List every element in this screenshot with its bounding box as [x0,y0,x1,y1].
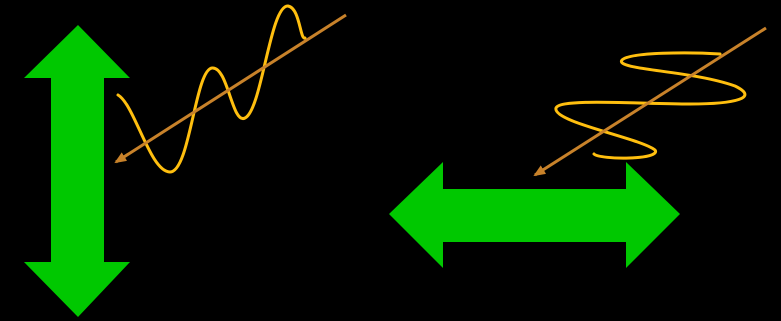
incident-ray [533,26,767,177]
incident-ray [114,13,347,164]
wave-oscillation [116,4,307,174]
horizontal-double-arrow [389,162,680,268]
left-panel [24,4,347,317]
right-panel [389,26,767,268]
wave-helix [554,51,747,160]
vertical-double-arrow [24,25,130,317]
